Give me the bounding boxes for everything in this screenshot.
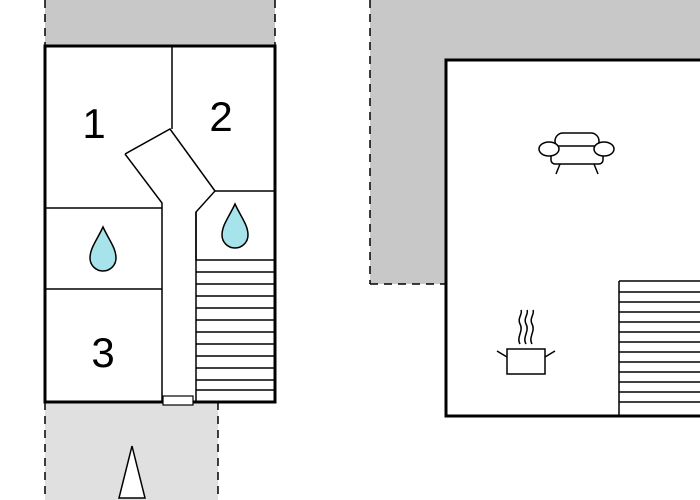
stairs-icon	[196, 259, 275, 391]
outdoor-area-top-left	[44, 0, 276, 46]
outdoor-area-right	[369, 0, 700, 285]
cooking-pot-icon	[496, 309, 556, 375]
right-unit	[444, 58, 700, 418]
water-drop-icon	[89, 225, 117, 272]
stairs-icon	[618, 280, 700, 416]
entrance-arrow-icon	[118, 445, 146, 499]
room-label-1: 1	[82, 100, 105, 147]
entry-door	[162, 395, 194, 406]
sofa-icon	[538, 132, 615, 175]
room-label-3: 3	[91, 329, 114, 376]
left-unit: 1 2 3	[43, 44, 277, 499]
water-drop-icon	[221, 202, 249, 249]
right-unit-outer-wall	[444, 58, 700, 418]
room-label-2: 2	[209, 93, 232, 140]
